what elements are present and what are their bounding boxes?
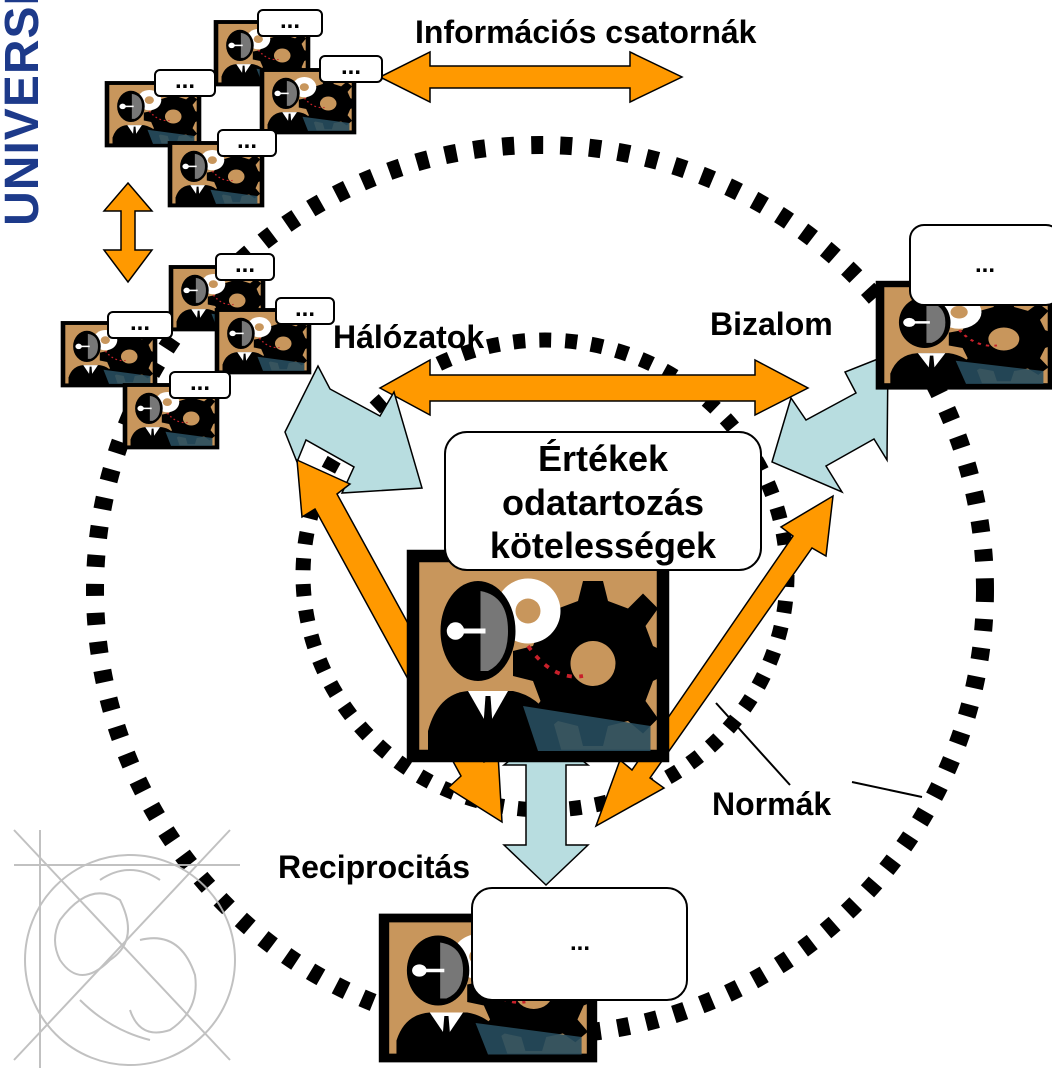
info-channels-arrow [378,50,684,104]
norms-label: Normák [712,786,831,822]
reciprocity-values-arrow [501,731,591,887]
crest-watermark [13,829,240,1068]
bubble-text-1: ... [280,7,300,34]
norms-leader-inner [715,702,791,786]
trust-values-arrow [771,353,889,494]
trust-label: Bizalom [710,306,833,342]
bubble-text-8: ... [190,369,210,396]
info-channels-label: Információs csatornák [415,14,757,50]
bubble-text-7: ... [295,295,315,322]
values-line-2: odatartozás [502,482,704,523]
bubble-text-3: ... [341,53,361,80]
reciprocity-label: Reciprocitás [278,849,470,885]
networks-values-arrow [284,364,423,494]
reciprocity-bubble-text: ... [570,929,590,956]
bubble-text-4: ... [237,127,257,154]
values-line-3: kötelességek [490,525,717,566]
values-line-1: Értékek [538,438,669,479]
networks-trust-arrow [378,358,810,417]
norms-leader-outer [851,781,923,798]
bubble-text-2: ... [175,67,195,94]
vertical-link-arrow [102,181,154,284]
trust-bubble-text: ... [975,251,995,278]
bubble-text-5: ... [235,251,255,278]
central-image [413,556,663,756]
bubble-text-6: ... [130,309,150,336]
networks-label: Hálózatok [333,319,484,355]
